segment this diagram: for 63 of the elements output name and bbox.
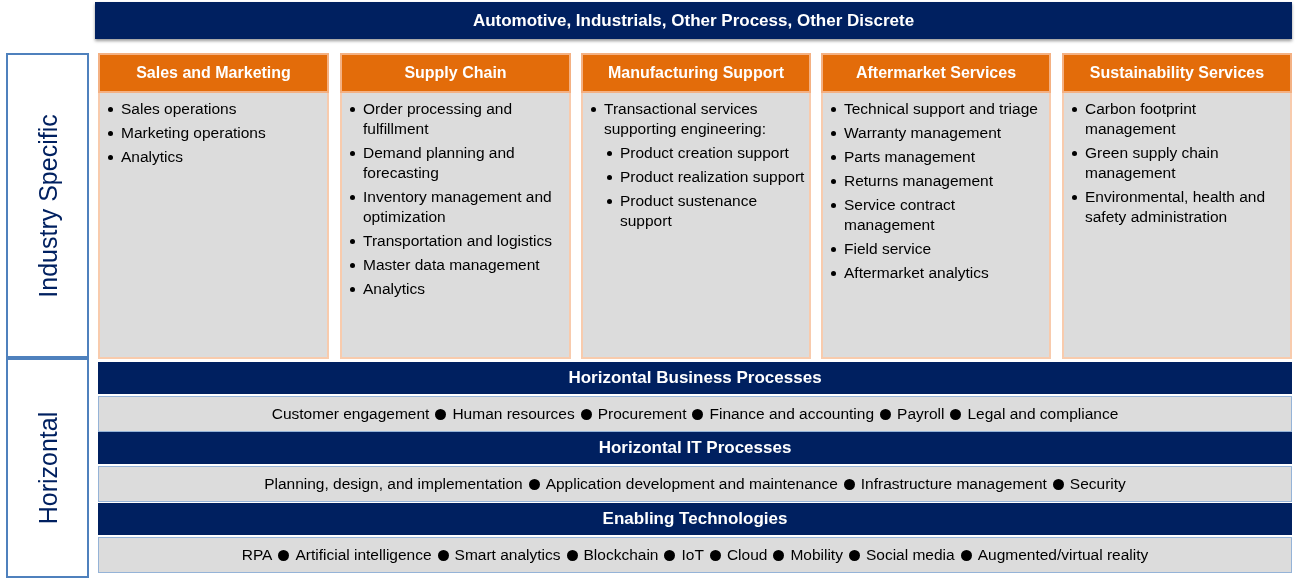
item-text: IoT xyxy=(681,546,704,564)
item-text: Payroll xyxy=(897,405,945,423)
section-label: Industry Specific xyxy=(33,113,62,298)
bullet-text: Green supply chain management xyxy=(1085,143,1220,183)
item-text: Social media xyxy=(865,546,955,564)
bullet-text: Marketing operations xyxy=(121,123,266,143)
bullet-text: Parts management xyxy=(844,147,975,167)
item-text: Customer engagement xyxy=(271,405,430,423)
item-text: Human resources xyxy=(452,405,575,423)
bullet-text: Product sustenance support xyxy=(620,191,758,231)
process-band xyxy=(98,362,1292,432)
service-column xyxy=(1062,53,1292,359)
column-header: Sustainability Services xyxy=(1062,53,1292,93)
bullet-text: Service contract management xyxy=(844,195,957,235)
bullet-text: Transactional services supporting engineering: xyxy=(604,99,767,139)
bullet-text: Master data management xyxy=(363,255,540,275)
bullet-text: Analytics xyxy=(363,279,426,299)
item-text: Infrastructure management xyxy=(860,475,1047,493)
bullet-text: Carbon footprint management xyxy=(1085,99,1198,139)
item-text: Procurement xyxy=(597,405,687,423)
column-header: Aftermarket Services xyxy=(821,53,1051,93)
column-header: Manufacturing Support xyxy=(581,53,811,93)
item-text: Security xyxy=(1069,475,1126,493)
item-text: RPA xyxy=(241,546,273,564)
item-text: Mobility xyxy=(790,546,843,564)
category-banner: Automotive, Industrials, Other Process, Other Discrete xyxy=(95,2,1292,39)
item-text: Blockchain xyxy=(583,546,659,564)
item-text: Finance and accounting xyxy=(709,405,875,423)
bullet-text: Product creation support xyxy=(620,143,789,163)
bullet-text: Aftermarket analytics xyxy=(844,263,989,283)
service-column xyxy=(340,53,571,359)
item-text: Legal and compliance xyxy=(967,405,1119,423)
bullet-text: Technical support and triage xyxy=(844,99,1038,119)
bullet-text: Warranty management xyxy=(844,123,1002,143)
band-header: Horizontal Business Processes xyxy=(98,362,1292,394)
item-text: Smart analytics xyxy=(454,546,561,564)
band-header: Enabling Technologies xyxy=(98,503,1292,535)
item-text: Planning, design, and implementation xyxy=(264,475,523,493)
process-band xyxy=(98,503,1292,574)
bullet-text: Transportation and logistics xyxy=(363,231,552,251)
service-column xyxy=(821,53,1051,359)
section-label: Horizontal xyxy=(33,411,62,525)
bullet-text: Order processing and fulfillment xyxy=(363,99,514,139)
item-text: Cloud xyxy=(726,546,768,564)
item-text: Artificial intelligence xyxy=(295,546,432,564)
column-header: Sales and Marketing xyxy=(98,53,329,93)
bullet-text: Environmental, health and safety administration xyxy=(1085,187,1267,227)
section-label-box xyxy=(6,358,89,578)
bullet-text: Returns management xyxy=(844,171,994,191)
bullet-text: Field service xyxy=(844,239,931,259)
bullet-text: Demand planning and forecasting xyxy=(363,143,516,183)
column-header: Supply Chain xyxy=(340,53,571,93)
band-header: Horizontal IT Processes xyxy=(98,432,1292,464)
service-column xyxy=(581,53,811,359)
item-text: Augmented/virtual reality xyxy=(977,546,1149,564)
bullet-text: Sales operations xyxy=(121,99,237,119)
service-column xyxy=(98,53,329,359)
section-label-box xyxy=(6,53,89,358)
bullet-text: Product realization support xyxy=(620,167,805,187)
bullet-text: Inventory management and optimization xyxy=(363,187,553,227)
item-text: Application development and maintenance xyxy=(545,475,838,493)
bullet-text: Analytics xyxy=(121,147,184,167)
process-band xyxy=(98,432,1292,502)
